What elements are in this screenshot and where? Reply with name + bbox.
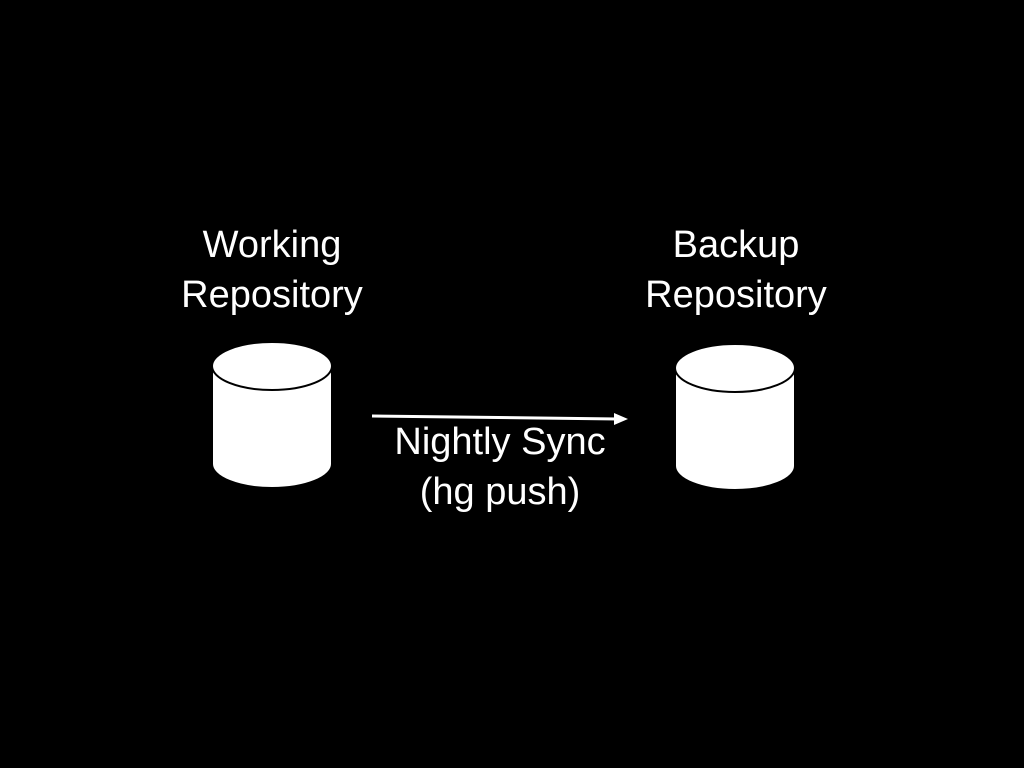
sync-label: Nightly Sync (hg push) [370, 417, 630, 517]
sync-label-line2: (hg push) [419, 471, 581, 513]
working-repository-label-line2: Repository [181, 274, 363, 316]
working-repository-label: Working Repository [142, 220, 402, 320]
working-repository-database-icon [211, 341, 333, 489]
backup-repository-label-line1: Backup [672, 224, 800, 266]
sync-arrow-icon [371, 413, 628, 425]
backup-repository-label: Backup Repository [606, 220, 866, 320]
backup-repository-label-line2: Repository [645, 274, 827, 316]
working-repository-label-line1: Working [202, 224, 342, 266]
backup-repository-database-icon [674, 343, 796, 491]
sync-label-line1: Nightly Sync [394, 421, 606, 463]
